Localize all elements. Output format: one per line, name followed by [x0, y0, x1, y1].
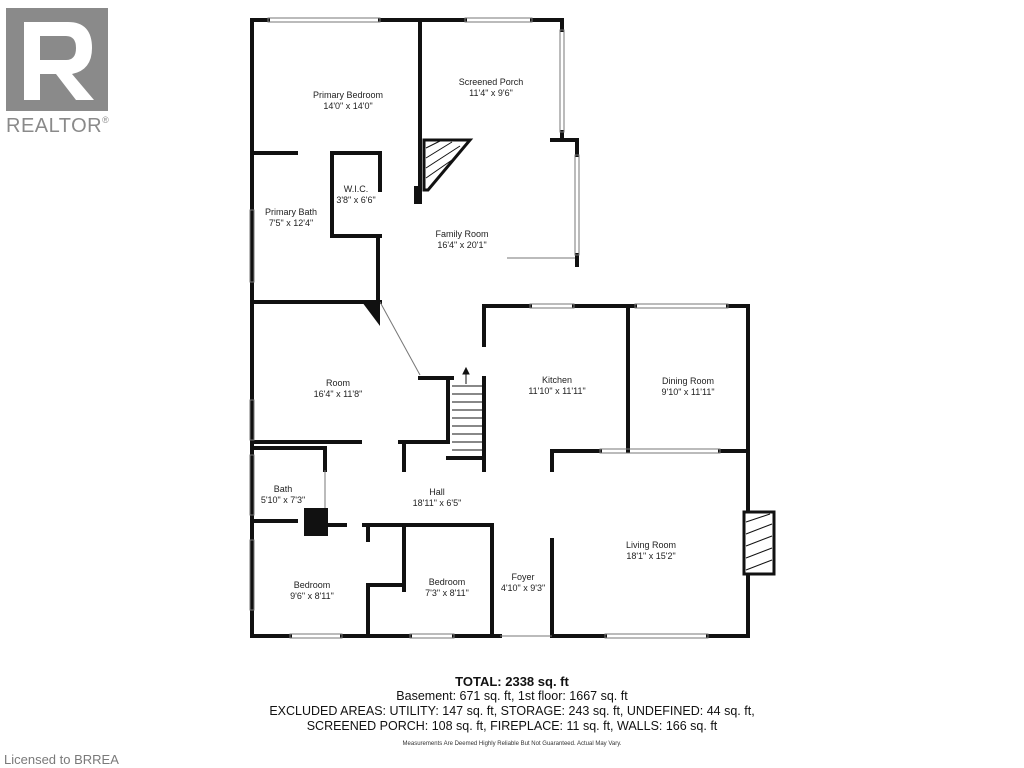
license-text: Licensed to BRREA — [4, 752, 119, 767]
excluded-areas: EXCLUDED AREAS: UTILITY: 147 sq. ft, STO… — [269, 704, 755, 718]
registered-mark: ® — [102, 115, 110, 125]
realtor-r-mark-icon — [6, 8, 108, 111]
fireplace-icon — [422, 138, 474, 192]
room-label-wic: W.I.C.3'8" x 6'6" — [336, 184, 376, 205]
utility-block — [304, 508, 328, 536]
stairs-icon — [452, 366, 482, 451]
area-totals: TOTAL: 2338 sq. ft Basement: 671 sq. ft,… — [0, 674, 1024, 734]
floor-breakdown: Basement: 671 sq. ft, 1st floor: 1667 sq… — [396, 689, 628, 703]
excluded-areas-continued: SCREENED PORCH: 108 sq. ft, FIREPLACE: 1… — [306, 719, 718, 733]
disclaimer: Measurements Are Deemed Highly Reliable … — [402, 741, 622, 747]
realtor-logo: REALTOR® — [6, 8, 120, 138]
fireplace-icon — [742, 510, 776, 576]
total-area: TOTAL: 2338 sq. ft — [455, 674, 569, 689]
logo-wordmark: REALTOR — [6, 115, 103, 137]
wall-wedge — [362, 302, 380, 326]
